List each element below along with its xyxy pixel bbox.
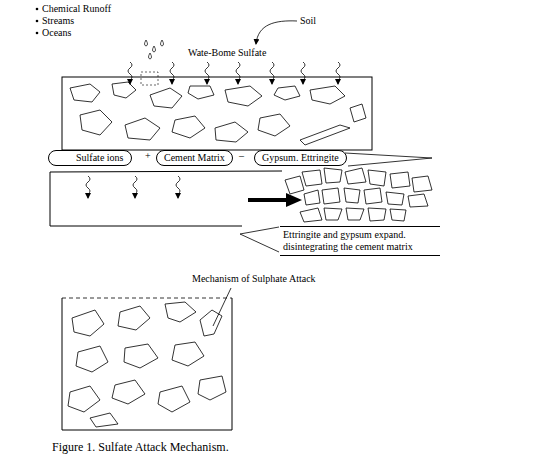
cement-matrix-box: Cement Matrix xyxy=(156,150,233,166)
sulfate-label: Wate-Bome Sulfate xyxy=(188,47,266,59)
mechanism-label: Mechanism of Sulphate Attack xyxy=(192,273,316,285)
node-text: Sulfate ions xyxy=(76,152,124,164)
soil-label: Soil xyxy=(300,15,316,27)
figure-caption: Figure 1. Sulfate Attack Mechanism. xyxy=(52,440,229,454)
minus-sign: – xyxy=(239,150,244,162)
product-box: Gypsum. Ettringite xyxy=(254,150,347,166)
sulfate-ions-box: Sulfate ions xyxy=(48,150,132,166)
plus-sign: + xyxy=(145,150,151,162)
source-item: Streams xyxy=(42,15,74,27)
node-text: Ettringite and gypsum expand. disintegra… xyxy=(283,229,437,253)
node-text: Cement Matrix xyxy=(164,152,225,164)
source-item: Oceans xyxy=(42,27,71,39)
source-item: Chemical Runoff xyxy=(42,3,111,15)
node-text: Gypsum. Ettringite xyxy=(262,152,339,164)
callout-box: Ettringite and gypsum expand. disintegra… xyxy=(280,226,440,256)
